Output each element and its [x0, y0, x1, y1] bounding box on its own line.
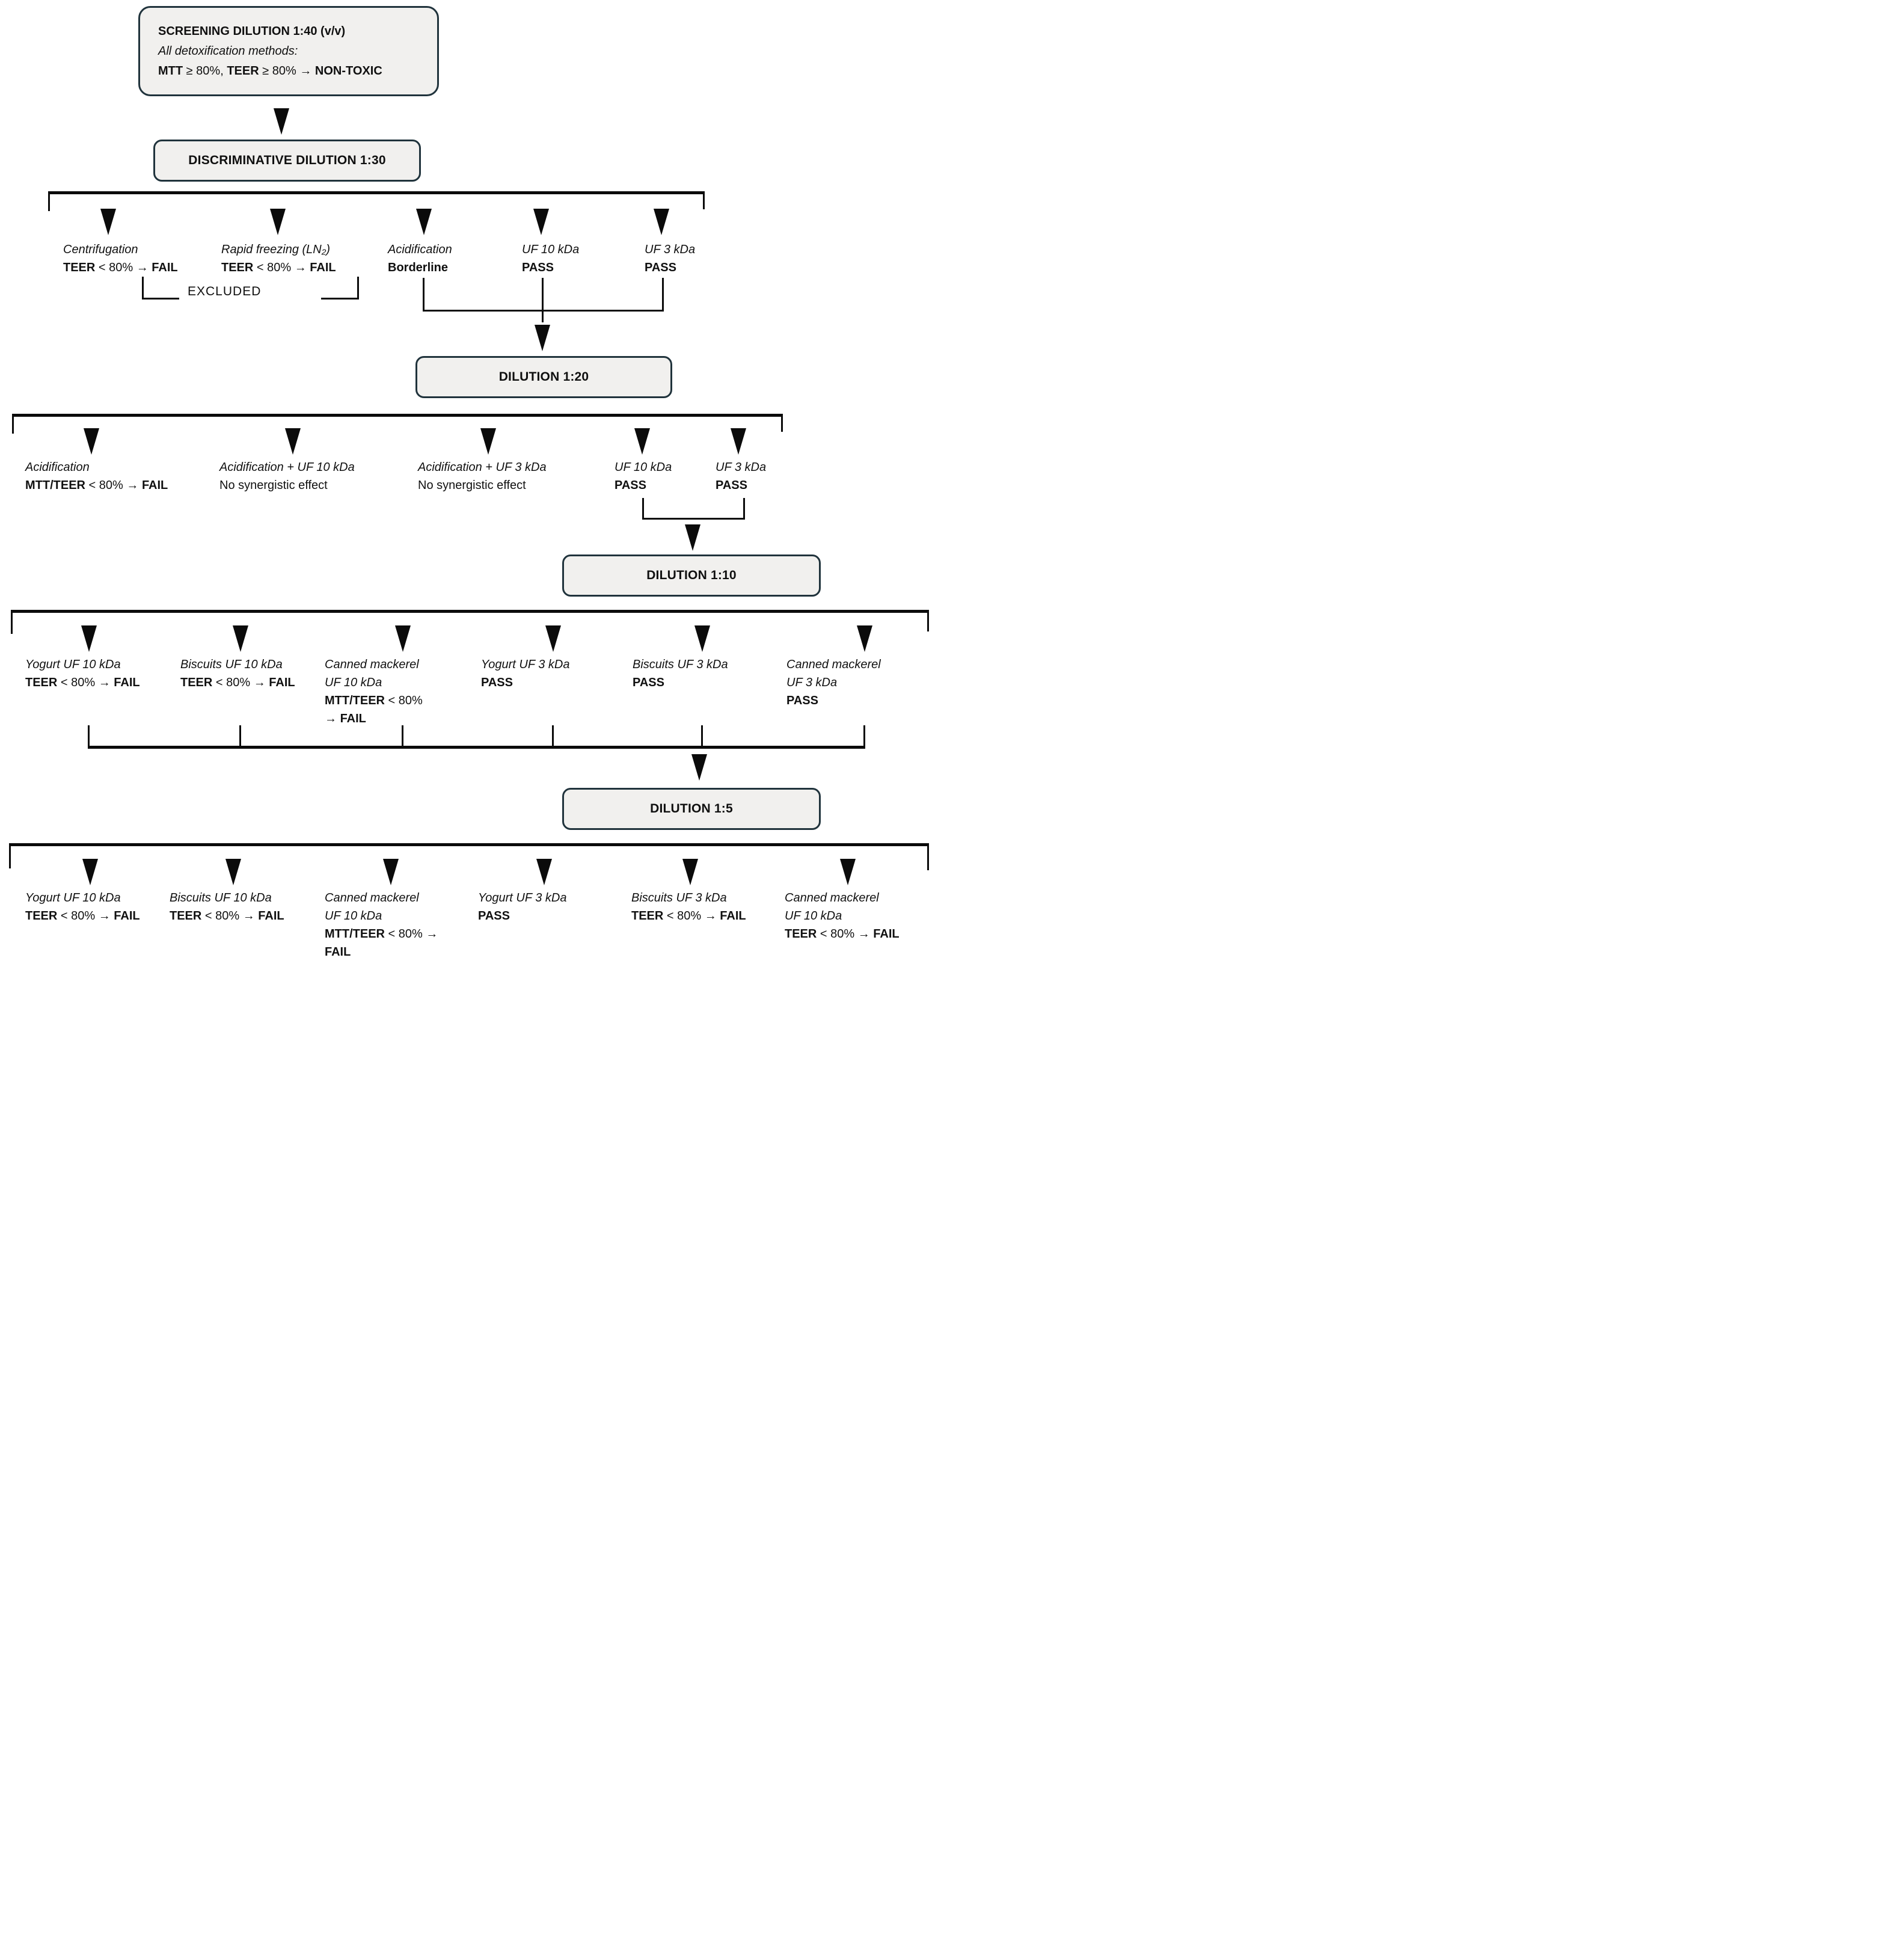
down-arrow-icon — [535, 325, 550, 351]
dilution-1-10-label: DILUTION 1:10 — [646, 568, 737, 582]
bracket-level3-line — [11, 610, 929, 613]
gather3-line — [88, 746, 865, 749]
down-arrow-icon — [634, 428, 650, 455]
bracket-level1-line — [48, 191, 705, 194]
screening-dilution-box: SCREENING DILUTION 1:40 (v/v)All detoxif… — [138, 6, 439, 96]
screening-dilution-text: SCREENING DILUTION 1:40 (v/v)All detoxif… — [158, 24, 382, 78]
gather3-tick — [88, 725, 90, 748]
down-arrow-icon — [274, 108, 289, 135]
down-arrow-icon — [82, 859, 98, 885]
down-arrow-icon — [533, 209, 549, 235]
dilution-1-10-box: DILUTION 1:10 — [562, 555, 821, 597]
down-arrow-icon — [682, 859, 698, 885]
excluded-connector-right-stub — [321, 298, 358, 300]
bracket-level2-line — [12, 414, 783, 417]
discriminative-dilution-box: DISCRIMINATIVE DILUTION 1:30 — [153, 140, 421, 182]
excluded-label: EXCLUDED — [188, 284, 262, 298]
gather3-tick — [701, 725, 703, 748]
gather2-tick — [743, 498, 745, 520]
gather1-tick — [423, 278, 425, 312]
down-arrow-icon — [545, 625, 561, 652]
excluded-connector-right-drop — [357, 277, 359, 300]
bracket-level1-right-drop — [703, 191, 705, 209]
down-arrow-icon — [536, 859, 552, 885]
down-arrow-icon — [416, 209, 432, 235]
bracket-level4-right-drop — [927, 843, 929, 870]
excluded-connector-left-stub — [142, 298, 179, 300]
down-arrow-icon — [100, 209, 116, 235]
dilution-1-20-box: DILUTION 1:20 — [415, 356, 672, 398]
down-arrow-icon — [225, 859, 241, 885]
down-arrow-icon — [731, 428, 746, 455]
branch-rapid-freezing: Rapid freezing (LN₂)TEER < 80% → FAIL — [221, 243, 336, 274]
down-arrow-icon — [395, 625, 411, 652]
down-arrow-icon — [840, 859, 856, 885]
down-arrow-icon — [480, 428, 496, 455]
down-arrow-icon — [233, 625, 248, 652]
dilution-1-5-label: DILUTION 1:5 — [650, 802, 733, 816]
bracket-level3-right-drop — [927, 610, 929, 631]
gather3-tick — [552, 725, 554, 748]
down-arrow-icon — [685, 524, 700, 551]
gather3-tick — [239, 725, 241, 748]
dilution-1-20-label: DILUTION 1:20 — [498, 370, 589, 384]
gather1-tick — [662, 278, 664, 312]
gather3-tick — [863, 725, 865, 748]
bracket-level4-left-drop — [9, 843, 11, 868]
down-arrow-icon — [285, 428, 301, 455]
down-arrow-icon — [691, 754, 707, 781]
down-arrow-icon — [84, 428, 99, 455]
bracket-level4-line — [9, 843, 929, 846]
bracket-level1-left-drop — [48, 191, 50, 211]
bracket-level2-right-drop — [781, 414, 783, 432]
dilution-1-5-box: DILUTION 1:5 — [562, 788, 821, 830]
down-arrow-icon — [270, 209, 286, 235]
gather1-center-tick — [542, 278, 544, 322]
gather3-tick — [402, 725, 403, 748]
gather1-line — [423, 310, 664, 312]
flowchart-canvas: SCREENING DILUTION 1:40 (v/v)All detoxif… — [0, 0, 939, 980]
discriminative-dilution-label: DISCRIMINATIVE DILUTION 1:30 — [188, 153, 386, 167]
down-arrow-icon — [383, 859, 399, 885]
excluded-connector-left-drop — [142, 277, 144, 300]
down-arrow-icon — [654, 209, 669, 235]
bracket-level2-left-drop — [12, 414, 14, 434]
down-arrow-icon — [857, 625, 872, 652]
down-arrow-icon — [694, 625, 710, 652]
bracket-level3-left-drop — [11, 610, 13, 634]
down-arrow-icon — [81, 625, 97, 652]
gather2-tick — [642, 498, 644, 520]
gather2-line — [642, 518, 745, 520]
